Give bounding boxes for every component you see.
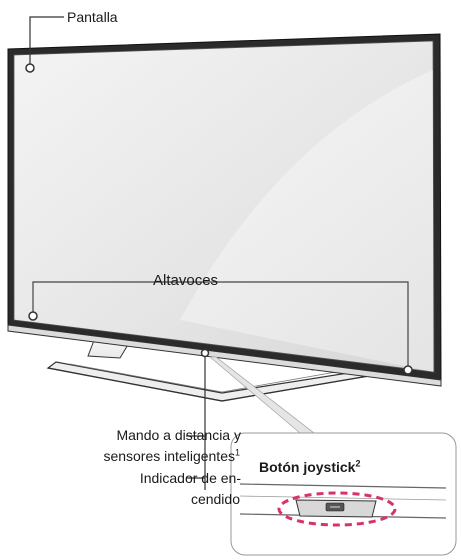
remote-sensor-label-text: sensores inteligentes [103,448,235,464]
speakers-bracket [32,281,409,366]
joystick-label: Botón joystick2 [259,459,360,476]
power-indicator-label-line1: Indicador de en- [139,470,241,486]
speakers-label: Altavoces [153,272,219,289]
speaker-left-dot [28,311,38,321]
sensor-leader [186,357,206,490]
remote-sensor-label-line2: sensores inteligentes1 [103,448,240,465]
joystick-label-text: Botón joystick [259,459,356,475]
remote-footnote-mark: 1 [234,447,240,458]
screen-label: Pantalla [67,9,118,25]
power-indicator-label-line2: cendido [190,491,240,507]
screen-marker-dot [25,63,35,73]
tv-screen [7,33,442,387]
joystick-footnote-mark: 2 [355,458,361,469]
joystick-highlight-ring [277,491,397,527]
sensor-dot [200,348,210,358]
screen-leader [29,16,64,68]
joystick-zoom-box [230,432,457,556]
remote-sensor-label-line1: Mando a distancia y [116,427,241,443]
speaker-right-dot [403,365,413,375]
